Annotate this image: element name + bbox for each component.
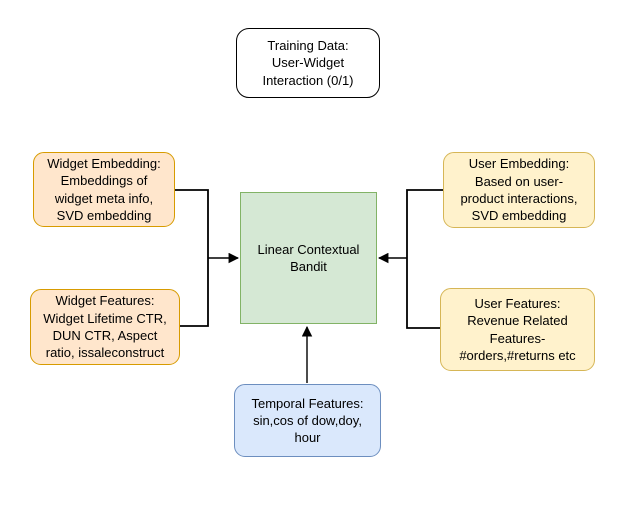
node-widget-embedding-label: Widget Embedding: Embeddings of widget m… bbox=[47, 155, 161, 223]
connector-widget-embedding-to-trunk bbox=[175, 189, 209, 258]
node-training-data: Training Data: User-Widget Interaction (… bbox=[236, 28, 380, 98]
connector-user-embedding-to-trunk bbox=[406, 189, 443, 258]
node-temporal-features-label: Temporal Features: sin,cos of dow,doy, h… bbox=[251, 395, 364, 446]
node-temporal-features: Temporal Features: sin,cos of dow,doy, h… bbox=[234, 384, 381, 457]
connector-user-features-to-trunk bbox=[406, 258, 440, 329]
node-user-features-label: User Features: Revenue Related Features-… bbox=[459, 295, 576, 363]
node-user-embedding-label: User Embedding: Based on user- product i… bbox=[460, 156, 578, 224]
node-training-data-label: Training Data: User-Widget Interaction (… bbox=[262, 38, 354, 88]
node-widget-features-label: Widget Features: Widget Lifetime CTR, DU… bbox=[43, 293, 167, 361]
connector-widget-features-to-trunk bbox=[180, 258, 209, 327]
node-user-features: User Features: Revenue Related Features-… bbox=[440, 288, 595, 371]
node-widget-features: Widget Features: Widget Lifetime CTR, DU… bbox=[30, 289, 180, 365]
node-user-embedding: User Embedding: Based on user- product i… bbox=[443, 152, 595, 228]
node-linear-contextual-bandit: Linear Contextual Bandit bbox=[240, 192, 377, 324]
node-linear-contextual-bandit-label: Linear Contextual Bandit bbox=[257, 241, 360, 274]
node-widget-embedding: Widget Embedding: Embeddings of widget m… bbox=[33, 152, 175, 227]
